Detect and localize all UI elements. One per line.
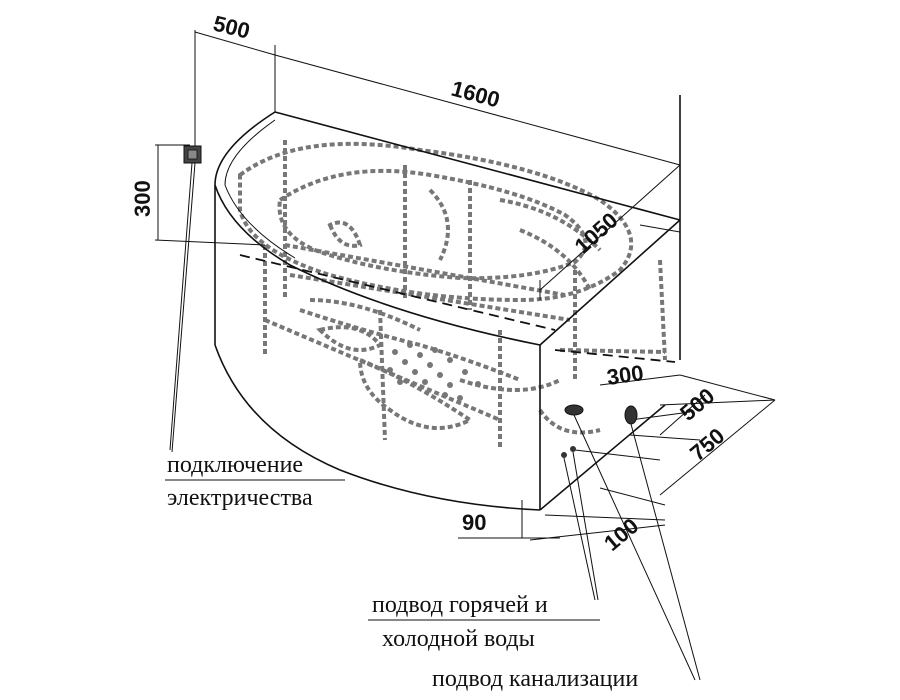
label-electricity-line2: электричества [167, 485, 313, 511]
hidden-floor-line-2 [554, 349, 676, 363]
dim-1050: 1050 [570, 207, 623, 258]
dim-300-right: 300 [605, 360, 645, 390]
hydromassage-jets [387, 342, 481, 401]
label-water-line2: холодной воды [382, 626, 535, 652]
drain-outlets [564, 404, 638, 425]
water-inlets [561, 446, 576, 458]
dim-90: 90 [462, 510, 486, 535]
hidden-floor-line-1 [239, 254, 556, 331]
label-drain: подвод канализации [432, 666, 638, 692]
electric-connection-box [183, 145, 202, 164]
label-water-line1: подвод горячей и [372, 592, 548, 618]
label-electricity-line1: подключение [167, 452, 303, 478]
dim-100: 100 [599, 513, 643, 556]
dimension-lines [154, 30, 776, 541]
leader-lines [165, 162, 701, 681]
dim-750: 750 [685, 423, 729, 466]
dim-1600: 1600 [449, 76, 503, 113]
dim-500-right: 500 [675, 383, 719, 426]
hidden-internal-structure [238, 140, 667, 450]
dim-300-left: 300 [130, 180, 155, 217]
tub-outline [214, 95, 681, 511]
